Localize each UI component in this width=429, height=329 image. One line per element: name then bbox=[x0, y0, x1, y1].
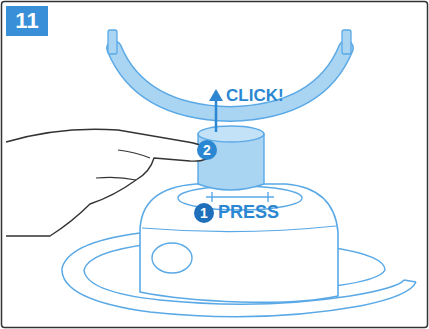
housing-edge bbox=[142, 226, 336, 232]
node-text: 1 bbox=[200, 205, 208, 221]
hub-cylinder bbox=[198, 126, 264, 190]
action-label: PRESS bbox=[218, 202, 279, 223]
housing bbox=[140, 184, 338, 302]
housing-window bbox=[152, 243, 192, 273]
hand bbox=[6, 129, 210, 236]
hand-fingers bbox=[96, 150, 150, 180]
toy-arms bbox=[114, 48, 346, 114]
action-label: CLICK! bbox=[226, 86, 284, 106]
arm-posts bbox=[108, 30, 351, 54]
callout-number: 2 bbox=[197, 140, 217, 160]
up-arrow bbox=[209, 89, 223, 132]
callout-number: 1 bbox=[194, 203, 214, 223]
node-text: 11 bbox=[15, 8, 38, 34]
node-text: 2 bbox=[203, 142, 211, 158]
mount-bracket bbox=[206, 192, 274, 202]
step-number: 11 bbox=[6, 6, 48, 36]
